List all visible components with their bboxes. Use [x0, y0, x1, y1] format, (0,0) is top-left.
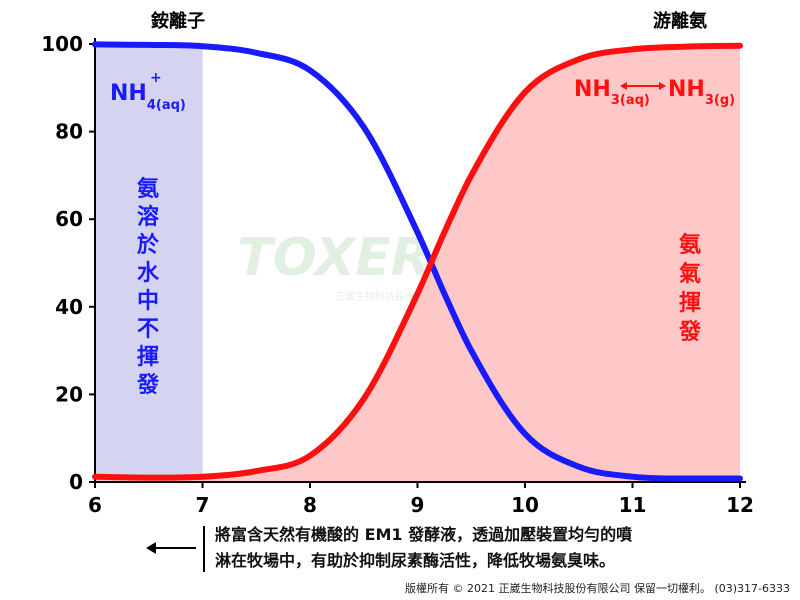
free-ammonia-line — [92, 42, 743, 481]
left-vertical-char: 揮 — [137, 345, 159, 370]
nh3-g-formula: NH3(g) — [668, 77, 735, 108]
left-vertical-char: 中 — [137, 289, 159, 314]
right-vertical-char: 氣 — [679, 261, 701, 287]
footnote-arrow-icon — [146, 542, 156, 554]
footnote-line-1: 將富含天然有機酸的 EM1 發酵液，透過加壓裝置均勻的噴 — [215, 525, 633, 544]
left-vertical-char: 水 — [137, 261, 160, 286]
left-vertical-char: 發 — [136, 373, 159, 398]
x-tick-label: 7 — [196, 493, 210, 517]
free-ammonia-area — [95, 45, 740, 483]
copyright-notice: 版權所有 © 2021 正崴生物科技股份有限公司 保留一切權利。 (03)317… — [404, 582, 790, 595]
y-tick-label: 100 — [41, 32, 83, 56]
left-vertical-char: 於 — [137, 232, 160, 258]
shaded-region-ammonium — [95, 44, 203, 482]
left-vertical-char: 不 — [137, 317, 159, 342]
left-vertical-char: 氨 — [137, 176, 159, 202]
footnote-line-2: 淋在牧場中，有助於抑制尿素酶活性，降低牧場氨臭味。 — [215, 551, 616, 570]
nh4-formula: NH4(aq) — [110, 81, 186, 113]
right-vertical-char: 氨 — [679, 232, 701, 258]
x-tick-label: 12 — [726, 493, 754, 517]
y-tick-label: 60 — [55, 207, 83, 231]
x-tick-label: 10 — [511, 493, 539, 517]
left-vertical-char: 溶 — [137, 204, 159, 230]
nh3-aq-formula: NH3(aq) — [574, 77, 650, 108]
nh4-charge: + — [150, 70, 162, 86]
y-tick-label: 20 — [55, 382, 83, 406]
x-tick-label: 8 — [303, 493, 317, 517]
x-tick-label: 11 — [619, 493, 647, 517]
y-tick-label: 80 — [55, 120, 83, 144]
ammonium-top-label: 銨離子 — [151, 10, 205, 32]
x-tick-label: 6 — [88, 493, 102, 517]
free-ammonia-top-label: 游離氨 — [653, 10, 707, 32]
right-vertical-char: 揮 — [679, 291, 701, 316]
footnote: 將富含天然有機酸的 EM1 發酵液，透過加壓裝置均勻的噴 淋在牧場中，有助於抑制… — [215, 522, 735, 574]
y-tick-label: 40 — [55, 295, 83, 319]
right-vertical-char: 發 — [678, 320, 701, 345]
y-tick-label: 0 — [69, 470, 83, 494]
x-tick-label: 9 — [411, 493, 425, 517]
